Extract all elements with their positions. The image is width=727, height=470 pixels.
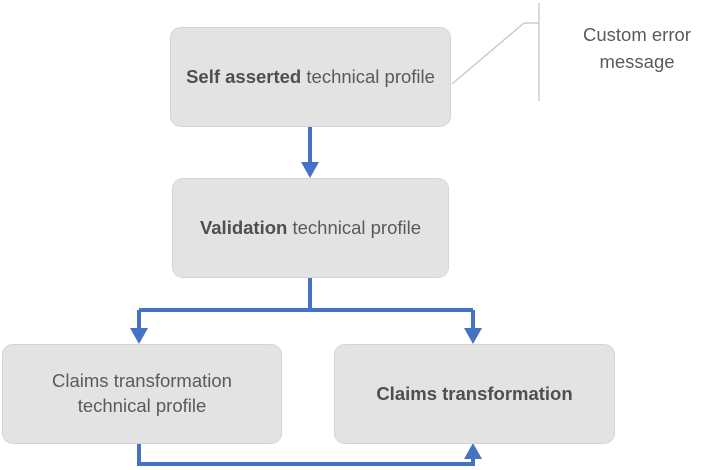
node-claims-transformation-label-bold: Claims transformation [376,382,573,404]
node-claims-transformation-technical-profile-label: Claims transformation technical profile [52,370,232,416]
node-self-asserted-label: Self asserted technical profile [186,65,435,90]
node-validation-label-bold: Validation [199,216,288,238]
callout-line-1: Custom error [583,24,691,45]
node-self-asserted-label-bold: Self asserted [186,65,302,87]
callout-line-2: message [599,50,675,72]
node-claims-transformation[interactable]: Claims transformation [334,344,615,444]
connector-self-asserted-to-validation [301,127,319,178]
connector-validation-fork [130,278,482,344]
node-self-asserted-label-plain: technical profile [301,65,435,87]
node-claims-transformation-label: Claims transformation [376,382,572,407]
node-validation-label: Validation technical profile [200,216,421,241]
node-claims-transformation-technical-profile[interactable]: Claims transformation technical profile [2,344,282,444]
callout-custom-error-message: Custom error message [556,22,718,76]
callout-leader-line [451,3,540,101]
node-self-asserted-technical-profile[interactable]: Self asserted technical profile [170,27,451,127]
node-validation-technical-profile[interactable]: Validation technical profile [172,178,449,278]
node-validation-label-plain: technical profile [287,216,422,238]
connector-claims-tp-to-claims-xf [137,443,482,466]
